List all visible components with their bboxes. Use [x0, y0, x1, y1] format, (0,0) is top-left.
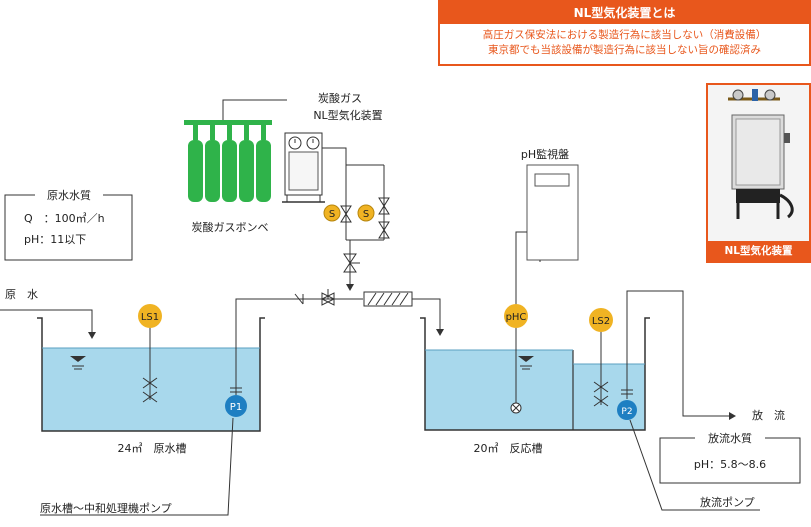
- p1-label: P1: [230, 402, 242, 413]
- co2-gas-line: S S: [222, 99, 390, 291]
- pump-p2: P2: [617, 290, 760, 511]
- reaction-tank-label: 20㎥ 反応槽: [474, 441, 543, 455]
- discharge-quality-box: 放流水質 pH：5.8〜8.6: [659, 431, 801, 484]
- info-title: NL型気化装置とは: [440, 2, 809, 24]
- vaporizer-photo-icon: [708, 85, 809, 241]
- raw-water-inlet-pipe: [0, 309, 96, 339]
- ph-monitoring-panel: [515, 164, 579, 317]
- discharge-quality-title: 放流水質: [708, 431, 752, 445]
- pump-p1: P1: [40, 387, 247, 516]
- cylinder-label: 炭酸ガスボンベ: [192, 220, 269, 234]
- gate-valve: [320, 289, 336, 306]
- water-level-mark: [518, 356, 534, 370]
- ls2-label: LS2: [592, 316, 610, 327]
- check-valve: [294, 293, 304, 305]
- discharge-quality-ph: pH：5.8〜8.6: [694, 458, 766, 471]
- info-line-1: 高圧ガス保安法における製造行為に該当しない（消費設備）: [482, 29, 767, 41]
- gas-cylinder-icon: [188, 125, 203, 202]
- co2-cylinder-bank: [184, 120, 272, 202]
- co2-gas-label: 炭酸ガス: [318, 91, 362, 105]
- phc-label: pHC: [506, 312, 527, 323]
- gas-cylinder-icon: [256, 125, 271, 202]
- gas-cylinder-icon: [205, 125, 220, 202]
- level-switch-ls1: LS1: [138, 304, 162, 403]
- ph-controller-phc: pHC: [504, 304, 528, 414]
- raw-water-tank: [37, 317, 265, 432]
- ph-panel-label: pH監視盤: [521, 147, 569, 161]
- p2-label: P2: [621, 407, 632, 417]
- raw-quality-ph: pH：11以下: [24, 233, 86, 246]
- solenoid-valve-right: [378, 197, 390, 239]
- raw-water-quality-box: 原水水質 Q ：100㎥／h pH：11以下: [4, 188, 133, 261]
- raw-quality-q: Q ：100㎥／h: [24, 212, 105, 225]
- raw-water-label: 原 水: [5, 288, 38, 301]
- vaporizer-unit-icon: [282, 132, 325, 203]
- raw-tank-label: 24㎥ 原水槽: [118, 442, 187, 455]
- water-level-mark: [70, 356, 86, 370]
- ls1-label: LS1: [141, 312, 159, 323]
- solenoid-s1-icon: [323, 204, 341, 222]
- level-switch-ls2: LS2: [589, 308, 613, 407]
- nl-vaporizer-info-box: NL型気化装置とは 高圧ガス保安法における製造行為に該当しない（消費設備） 東京…: [438, 0, 811, 66]
- pump2-description: 放流ポンプ: [700, 495, 755, 509]
- vaporizer-label: NL型気化装置: [313, 108, 382, 122]
- gas-cylinder-icon: [239, 125, 254, 202]
- solenoid-s2-label: S: [363, 209, 369, 220]
- raw-quality-title: 原水水質: [47, 188, 91, 202]
- info-line-2: 東京都でも当該設備が製造行為に該当しない旨の確認済み: [488, 44, 761, 56]
- discharge-label: 放 流: [752, 408, 785, 422]
- gas-cylinder-icon: [222, 125, 237, 202]
- vaporizer-photo: NL型気化装置: [706, 83, 811, 263]
- photo-caption: NL型気化装置: [708, 241, 809, 261]
- pump1-description: 原水槽〜中和処理機ポンプ: [40, 501, 172, 515]
- bypass-valve: [343, 253, 360, 273]
- reaction-tank: [420, 317, 650, 431]
- solenoid-s2-icon: [357, 204, 375, 222]
- solenoid-valve-left: [340, 205, 352, 223]
- transfer-pipe: [235, 289, 444, 395]
- solenoid-s1-label: S: [329, 209, 335, 220]
